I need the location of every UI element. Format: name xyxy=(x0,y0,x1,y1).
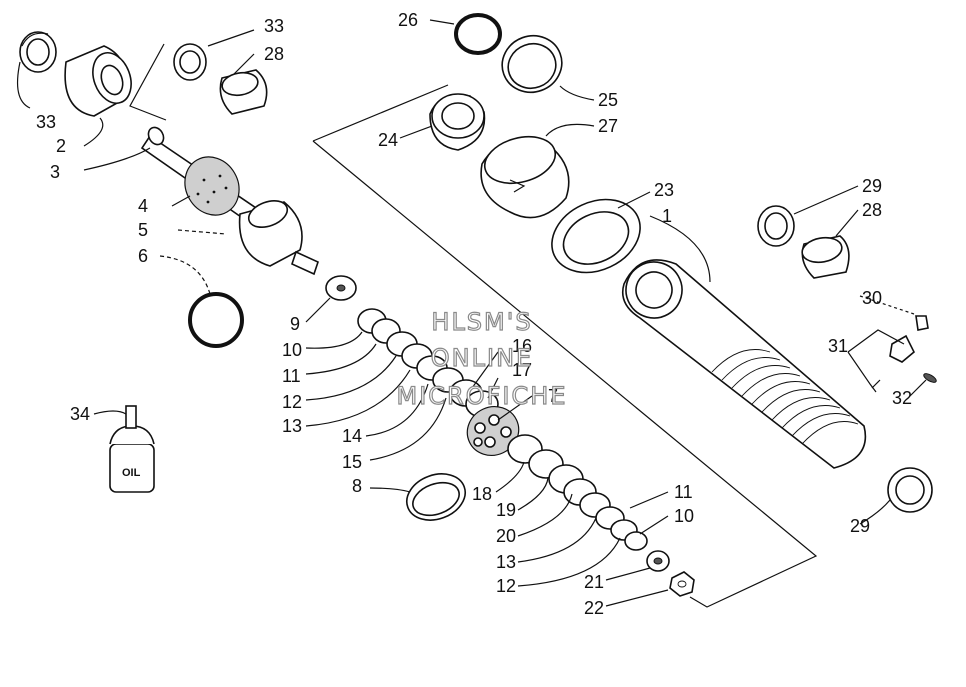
callout-5: 5 xyxy=(138,220,148,240)
callout-11: 11 xyxy=(674,482,693,502)
bushing-part-28b xyxy=(219,69,268,115)
watermark-line-1: HLSM'S xyxy=(431,308,532,336)
callout-14: 14 xyxy=(342,426,362,446)
callout-7: 7 xyxy=(548,386,558,406)
callout-28: 28 xyxy=(862,200,882,220)
callout-13: 13 xyxy=(282,416,302,436)
callout-34: 34 xyxy=(70,404,90,424)
body-part-1 xyxy=(621,259,867,469)
valve-parts-30-32 xyxy=(847,315,937,393)
bushing-part-29b xyxy=(887,467,933,513)
watermark: HLSM'S ONLINE MICROFICHE xyxy=(396,307,568,410)
bushing-part-33b xyxy=(173,43,207,81)
bracket-line xyxy=(312,84,449,142)
callout-8: 8 xyxy=(352,476,362,496)
callout-13: 13 xyxy=(496,552,516,572)
callout-6: 6 xyxy=(138,246,148,266)
cap-part-24 xyxy=(429,93,486,151)
callout-23: 23 xyxy=(654,180,674,200)
oil-bottle-label: OIL xyxy=(122,467,141,479)
callout-19: 19 xyxy=(496,500,516,520)
callout-15: 15 xyxy=(342,452,362,472)
callout-12: 12 xyxy=(496,576,516,596)
callout-11: 11 xyxy=(282,366,301,386)
washer-part-9 xyxy=(325,275,357,301)
o-ring-part-6 xyxy=(188,292,244,348)
callout-31: 31 xyxy=(828,336,848,356)
callout-22: 22 xyxy=(584,598,604,618)
callout-labels: 33 28 33 2 3 4 5 6 9 10 11 12 13 14 15 1… xyxy=(36,10,912,618)
callout-33: 33 xyxy=(36,112,56,132)
callout-3: 3 xyxy=(50,162,60,182)
callout-24: 24 xyxy=(378,130,398,150)
callout-28: 28 xyxy=(264,44,284,64)
bumper-part-4 xyxy=(184,156,240,216)
parts-drawing: OIL xyxy=(17,13,937,608)
piston-part-18 xyxy=(466,406,520,456)
bushing-part-29 xyxy=(757,205,795,247)
ring-part-8 xyxy=(406,473,466,521)
leader-line xyxy=(129,43,167,121)
callout-18: 18 xyxy=(472,484,492,504)
seal-part-23 xyxy=(551,198,641,274)
callout-16: 16 xyxy=(512,336,532,356)
callout-9: 9 xyxy=(290,314,300,334)
callout-10: 10 xyxy=(282,340,302,360)
bushing-part-33 xyxy=(19,31,57,73)
callout-27: 27 xyxy=(598,116,618,136)
cap-part-27 xyxy=(480,135,570,219)
callout-10: 10 xyxy=(674,506,694,526)
callout-4: 4 xyxy=(138,196,148,216)
callout-26: 26 xyxy=(398,10,418,30)
callout-1: 1 xyxy=(662,206,672,226)
callout-30: 30 xyxy=(862,288,882,308)
seal-head-part-5 xyxy=(238,200,319,276)
leader-lines xyxy=(17,19,927,607)
watermark-line-2: ONLINE xyxy=(431,344,533,372)
callout-17: 17 xyxy=(512,360,532,380)
o-ring-part-26 xyxy=(454,13,502,55)
lower-valve-stack xyxy=(507,434,695,597)
callout-25: 25 xyxy=(598,90,618,110)
valve-stack xyxy=(357,308,499,418)
callout-12: 12 xyxy=(282,392,302,412)
bracket-line xyxy=(312,140,818,608)
callout-21: 21 xyxy=(584,572,604,592)
callout-33: 33 xyxy=(264,16,284,36)
oil-bottle-part-34: OIL xyxy=(109,405,155,493)
eyelet-part-2 xyxy=(64,45,132,117)
callout-32: 32 xyxy=(892,388,912,408)
callout-29: 29 xyxy=(862,176,882,196)
bushing-part-28 xyxy=(801,235,850,279)
callout-2: 2 xyxy=(56,136,66,156)
callout-20: 20 xyxy=(496,526,516,546)
callout-29: 29 xyxy=(850,516,870,536)
watermark-line-3: MICROFICHE xyxy=(397,382,568,410)
ring-part-25 xyxy=(501,34,563,94)
